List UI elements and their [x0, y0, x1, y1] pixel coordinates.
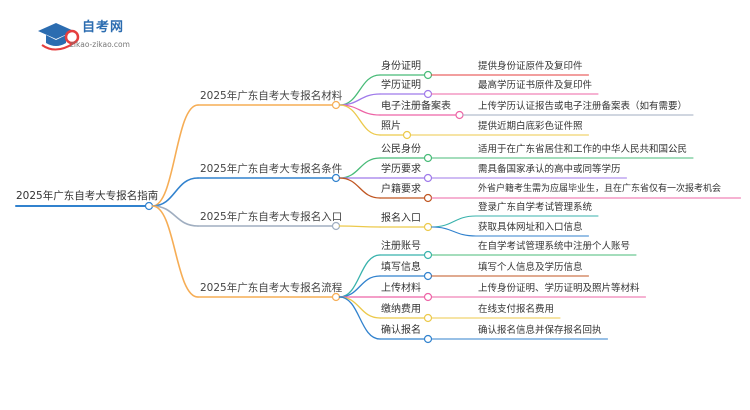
branch-node[interactable]: 2025年广东自考大专报名入口	[200, 211, 343, 223]
connector-line	[338, 275, 381, 298]
logo-title: 自考网	[82, 20, 125, 35]
sub-node[interactable]: 学历证明	[381, 80, 421, 91]
sub-node[interactable]: 报名入口	[381, 213, 421, 224]
node-dot[interactable]	[423, 70, 433, 80]
node-dot[interactable]	[331, 221, 341, 231]
connector-line	[151, 177, 199, 207]
node-dot[interactable]	[331, 173, 341, 183]
leaf-node[interactable]: 获取具体网址和入口信息	[478, 222, 583, 233]
connector-line	[151, 104, 199, 207]
connector-line	[338, 177, 381, 199]
graduation-cap-icon	[38, 23, 80, 51]
node-dot[interactable]	[423, 173, 433, 183]
node-dot[interactable]	[144, 201, 154, 211]
connector-line	[338, 225, 381, 228]
node-dot[interactable]	[423, 193, 433, 203]
node-dot[interactable]	[423, 292, 433, 302]
connector-line	[338, 74, 381, 106]
branch-node[interactable]: 2025年广东自考大专报名条件	[200, 163, 343, 175]
node-dot[interactable]	[423, 334, 433, 344]
leaf-node[interactable]: 填写个人信息及学历信息	[478, 262, 583, 273]
leaf-node[interactable]: 确认报名信息并保存报名回执	[478, 325, 602, 336]
leaf-node[interactable]: 需具备国家承认的高中或同等学历	[478, 164, 621, 175]
connector-line	[338, 296, 381, 340]
node-dot[interactable]	[423, 271, 433, 281]
leaf-node[interactable]: 登录广东自学考试管理系统	[478, 202, 593, 213]
node-dot[interactable]	[402, 130, 412, 140]
connector-line	[151, 205, 199, 227]
sub-node[interactable]: 照片	[381, 121, 401, 132]
sub-node[interactable]: 注册账号	[381, 241, 421, 252]
node-dot[interactable]	[455, 110, 464, 120]
leaf-node[interactable]: 上传身份证明、学历证明及照片等材料	[478, 283, 640, 294]
connector-line	[430, 215, 477, 228]
sub-node[interactable]: 公民身份	[381, 144, 421, 155]
node-dot[interactable]	[423, 89, 433, 99]
sub-node[interactable]: 确认报名	[381, 325, 421, 336]
sub-node[interactable]: 学历要求	[381, 164, 421, 175]
node-dot[interactable]	[331, 100, 341, 110]
connector-line	[338, 254, 381, 298]
leaf-node[interactable]: 适用于在广东省居住和工作的中华人民共和国公民	[478, 144, 688, 155]
leaf-node[interactable]: 在自学考试管理系统中注册个人账号	[478, 241, 631, 252]
leaf-node[interactable]: 上传学历认证报告或电子注册备案表（如有需要）	[478, 101, 688, 112]
connector-line	[338, 157, 381, 179]
connector-line	[430, 226, 477, 237]
connector-line	[151, 205, 199, 298]
leaf-node[interactable]: 在线支付报名费用	[478, 304, 555, 315]
node-dot[interactable]	[331, 292, 341, 302]
node-dot[interactable]	[423, 313, 433, 323]
leaf-node[interactable]: 最高学历证书原件及复印件	[478, 80, 593, 91]
sub-node[interactable]: 上传材料	[381, 283, 421, 294]
logo-url: zikao-zikao.com	[70, 40, 130, 49]
connector-line	[338, 104, 381, 136]
leaf-node[interactable]: 提供近期白底彩色证件照	[478, 121, 583, 132]
node-dot[interactable]	[423, 153, 433, 163]
sub-node[interactable]: 填写信息	[381, 262, 421, 273]
branch-node[interactable]: 2025年广东自考大专报名流程	[200, 282, 343, 294]
sub-node[interactable]: 电子注册备案表	[381, 101, 451, 112]
root-node[interactable]: 2025年广东自考大专报名指南	[16, 190, 159, 202]
connector-line	[338, 296, 381, 319]
sub-node[interactable]: 户籍要求	[381, 184, 421, 195]
sub-node[interactable]: 身份证明	[381, 61, 421, 72]
branch-node[interactable]: 2025年广东自考大专报名材料	[200, 90, 343, 102]
leaf-node[interactable]: 提供身份证原件及复印件	[478, 61, 583, 72]
node-dot[interactable]	[423, 222, 433, 232]
node-dot[interactable]	[423, 250, 433, 260]
leaf-node[interactable]: 外省户籍考生需为应届毕业生，且在广东省仅有一次报考机会	[478, 184, 722, 194]
sub-node[interactable]: 缴纳费用	[381, 304, 421, 315]
